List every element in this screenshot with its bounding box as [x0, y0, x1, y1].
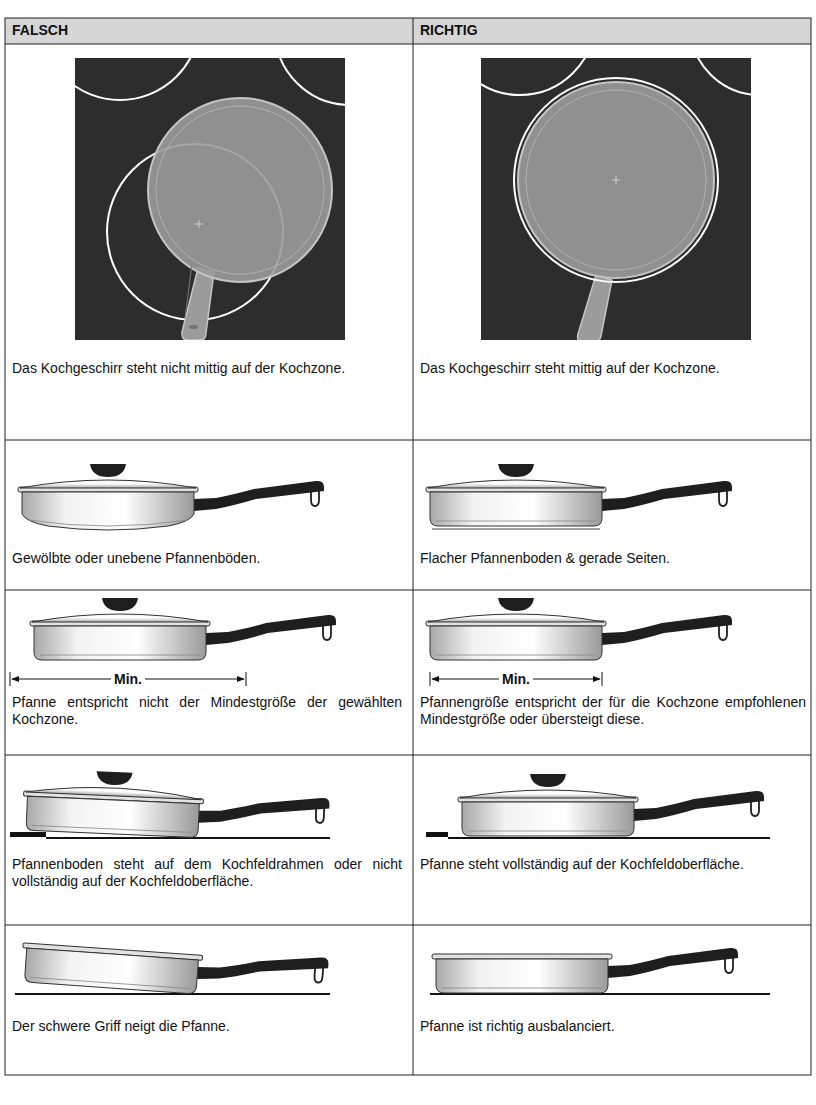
illustration-part [195, 220, 203, 228]
illustration-part [413, 18, 414, 1075]
hob-surface [15, 994, 770, 995]
illustration-part [185, 264, 192, 318]
illustration-part [690, 58, 751, 95]
illustration-part [426, 464, 732, 526]
illustration-part [22, 768, 330, 843]
pan-curved-bottom [18, 464, 324, 530]
header-cell: FALSCH [12, 22, 402, 39]
illustration-part [481, 58, 751, 340]
illustration-part [432, 948, 738, 993]
table-grid [5, 18, 811, 1075]
pan-flat-bottom [426, 464, 732, 529]
illustration-part [5, 44, 811, 45]
header-cell: RICHTIG [420, 22, 806, 39]
illustration-part [75, 58, 200, 100]
table-cell: Pfanne ist richtig ausbalanciert. [420, 1018, 806, 1035]
illustration-part [602, 672, 603, 686]
illustration-part [514, 78, 718, 282]
illustration-part [5, 755, 811, 756]
illustration-part [430, 672, 431, 686]
illustration-part [612, 176, 620, 184]
illustration-part [432, 529, 600, 530]
illustration-part [15, 993, 330, 995]
pan-balanced [432, 948, 738, 993]
illustration-part [426, 832, 448, 837]
table-cell: Gewölbte oder unebene Pfannenböden. [12, 550, 402, 567]
illustration-part [148, 98, 332, 282]
pan-on-frame [22, 768, 330, 843]
table-cell: Der schwere Griff neigt die Pfanne. [12, 1018, 402, 1035]
table-cell: Pfannenboden steht auf dem Kochfeldrahme… [12, 856, 402, 890]
illustration-part [5, 18, 811, 1075]
illustration-part [22, 492, 194, 530]
dimension-label: Min. [111, 671, 145, 688]
illustration-part [30, 598, 336, 660]
illustration-part [518, 82, 714, 278]
illustration-part [148, 98, 332, 340]
illustration-part [5, 440, 811, 441]
pan-tilted [20, 937, 328, 1003]
hob-top-view-wrong [40, 0, 425, 340]
illustration-part [10, 672, 11, 686]
illustration-part [578, 275, 612, 340]
table-cell: Flacher Pfannenboden & gerade Seiten. [420, 550, 806, 567]
illustration-part [426, 598, 732, 660]
table-cell: Pfanne entspricht nicht der Mindestgröße… [12, 694, 402, 728]
illustration-part [275, 58, 345, 105]
table-cell: Das Kochgeschirr steht mittig auf der Ko… [420, 360, 806, 377]
table-cell: Pfanne steht vollständig auf der Kochfel… [420, 856, 806, 873]
illustration-part [194, 481, 324, 511]
illustration-part [5, 18, 811, 44]
illustration-part [28, 520, 188, 526]
illustration-part [5, 925, 811, 926]
hob-top-view-right [445, 0, 816, 342]
illustration-part [246, 672, 247, 686]
table-cell: Pfannengröße entspricht der für die Koch… [420, 694, 806, 728]
pan-min-size [426, 598, 732, 660]
illustration-part [514, 78, 718, 340]
illustration-part [5, 590, 811, 591]
illustration-part [458, 774, 764, 836]
illustration-part [10, 832, 46, 837]
illustration-part [448, 837, 770, 839]
table-cell: Das Kochgeschirr steht nicht mittig auf … [12, 360, 402, 377]
illustration-part [20, 464, 196, 488]
illustration-part [156, 106, 324, 274]
dimension-label: Min. [499, 671, 533, 688]
illustration-part [189, 325, 198, 329]
pan-on-surface [458, 774, 764, 836]
illustration-part [20, 937, 328, 1003]
pan-too-small [30, 598, 336, 660]
illustration-part [526, 90, 706, 270]
